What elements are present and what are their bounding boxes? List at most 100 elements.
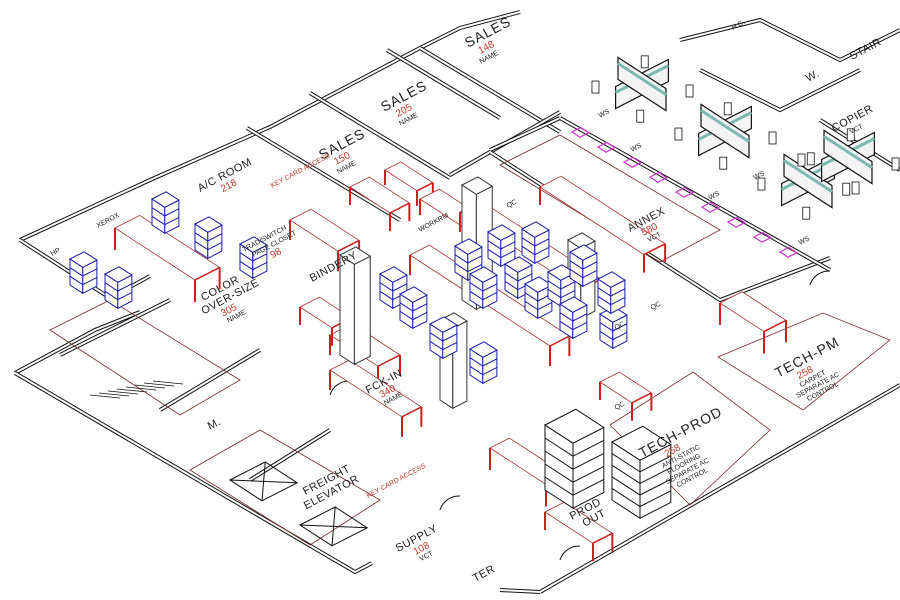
wall-inner [249,429,331,481]
pedestal-drawer [719,156,728,170]
copier-machine-face [69,251,98,268]
stair-tread [116,388,148,393]
copier-machine-shelf [547,280,576,290]
table-edge [401,406,422,418]
table [289,208,361,272]
workstation-label: WS [630,142,644,154]
copier-machine-shelf [487,240,516,250]
copier-machine [469,266,498,310]
floor-grid-square [726,216,746,228]
copier-machine-shelf [194,240,223,251]
floor-grid-square [674,186,694,198]
pedestal-drawer [685,84,694,98]
wall-inner [14,311,141,374]
door-swing [809,270,831,286]
copier-machine-shelf [469,365,498,376]
copier-machine-shelf [429,332,458,342]
wall-inner [489,117,561,151]
copier-machine-shelf [399,310,428,321]
copier-machine-shelf [151,207,180,217]
qc-label: QC [506,199,519,210]
copier-machine-face [151,191,180,208]
column-face [339,246,372,265]
copier-machine-shelf [521,237,550,247]
pedestal-drawer [757,177,766,191]
floor-grid-square [778,246,798,258]
shelving-unit-face [544,408,605,444]
room-number: 98 [269,246,284,261]
copier-machine-shelf [547,288,576,299]
copier-machine-shelf [454,262,483,273]
cubicle-glass [617,62,667,96]
workroom-label: WORKRM [418,212,450,234]
table-edge [549,335,570,347]
table [384,161,434,206]
copier-machine-shelf [379,282,408,292]
copier-machine-shelf [597,295,626,306]
shelving-unit [611,425,672,520]
workstation-label: WS [708,190,722,202]
shelving-unit-shelf [611,487,672,508]
wall-inner [499,589,541,593]
room-outline [189,429,381,546]
copier-machine-shelf [104,282,133,292]
floor-grid-square [596,141,616,153]
stair-tread [98,392,130,397]
table [719,291,787,354]
copier-machine-shelf [597,287,626,297]
copier-machine-shelf [399,302,428,312]
pedestal-drawer [723,102,732,116]
table-edge [631,392,652,404]
copier-machine [194,216,223,260]
copier-machine-shelf [104,290,133,301]
table [299,296,353,346]
table-edge [389,202,410,214]
room-outline [49,299,241,416]
copier-machine [559,296,588,340]
wall-inner [309,92,451,179]
copier-machine-shelf [504,272,533,282]
pedestal-drawer [674,127,683,141]
shelving-unit-shelf [544,437,605,457]
floor-grid-square [752,231,772,243]
floor-grid-square [622,156,642,168]
door-swing [329,380,351,396]
copier-machine [151,191,180,235]
column-face [567,232,596,249]
key-card-label-2: KEY CARD ACCESS [366,462,428,499]
copier-machine-face [469,266,498,283]
copier-machine-shelf [487,248,516,259]
pedestal-drawer [768,131,777,145]
copier-machine-shelf [69,267,98,277]
pedestal-drawer [640,55,649,69]
copier-machine [399,286,428,330]
copier-machine-shelf [469,290,498,301]
copier-machine-shelf [559,320,588,331]
pedestal-drawer [636,109,645,123]
table-edge [643,243,666,256]
pedestal-drawer [846,128,855,142]
shelving-unit-shelf [611,476,672,496]
pedestal-drawer [806,152,815,166]
copier-machine-face [569,244,598,261]
floor-grid-square [648,171,668,183]
column [339,246,372,366]
copier-machine [69,251,98,295]
column-face [461,176,494,195]
wall-inner [386,49,501,119]
copier-machine-shelf [569,260,598,270]
table-edge [377,354,401,367]
copier-machine [487,224,516,268]
table [544,501,614,562]
wall-inner [419,47,561,133]
room-label-freight-elevator: FREIGHT ELEVATOR [301,463,361,512]
copier-machine-face [559,296,588,313]
table [599,371,653,421]
floor-grid-square [700,201,720,213]
copier-machine [379,266,408,310]
room-label-ac-room: A/C ROOM 218 [196,156,254,195]
stair-label: STAIR [848,36,884,63]
copier-machine-face [104,266,133,283]
copier-machine-shelf [69,275,98,286]
copier-machine-shelf [599,322,628,332]
